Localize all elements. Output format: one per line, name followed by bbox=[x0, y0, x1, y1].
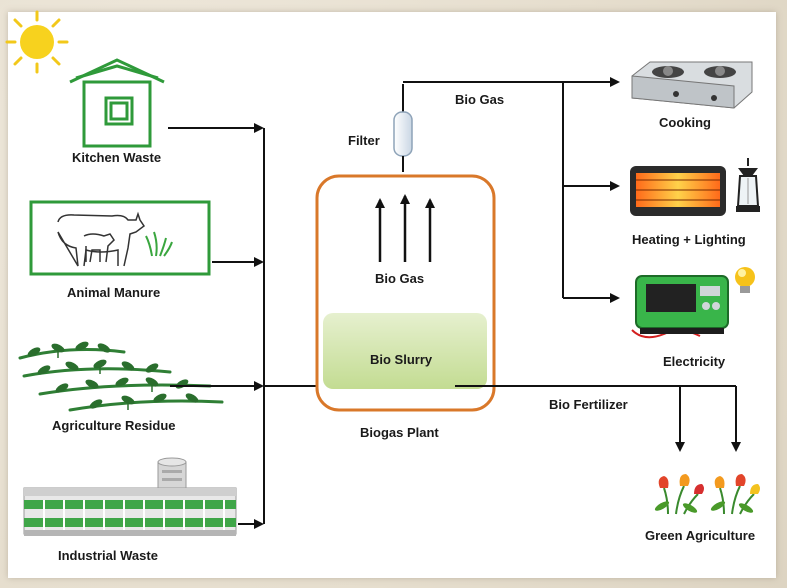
tulip-icon bbox=[654, 474, 760, 515]
lantern-icon bbox=[736, 158, 760, 212]
gas-stove-icon bbox=[631, 61, 753, 109]
gas-distribution-lines bbox=[403, 77, 620, 303]
biogas-plant-tank bbox=[315, 174, 496, 412]
filter-icon bbox=[393, 84, 413, 172]
filter-label: Filter bbox=[348, 133, 380, 148]
sun-icon bbox=[5, 10, 69, 74]
slurry-area bbox=[323, 313, 487, 389]
bio-gas-output-label: Bio Gas bbox=[455, 92, 505, 107]
bio-slurry-label: Bio Slurry bbox=[370, 352, 433, 367]
input-collector-lines bbox=[168, 123, 265, 529]
bio-gas-inside-label: Bio Gas bbox=[375, 271, 425, 286]
biogas-plant-label: Biogas Plant bbox=[360, 425, 439, 440]
industrial-waste-label: Industrial Waste bbox=[58, 548, 158, 563]
kitchen-waste-label: Kitchen Waste bbox=[72, 150, 162, 165]
house-icon bbox=[69, 58, 165, 148]
generator-icon bbox=[631, 275, 729, 339]
electricity-label: Electricity bbox=[663, 354, 726, 369]
agriculture-residue-label: Agriculture Residue bbox=[52, 418, 176, 433]
bio-fertilizer-label: Bio Fertilizer bbox=[549, 397, 628, 412]
cow-icon bbox=[29, 200, 211, 276]
gas-rising-arrows bbox=[375, 194, 435, 262]
heater-icon bbox=[630, 166, 726, 216]
crop-field-icon bbox=[18, 341, 224, 412]
bulb-icon bbox=[735, 267, 755, 293]
factory-icon bbox=[23, 457, 237, 536]
heating-lighting-label: Heating + Lighting bbox=[632, 232, 746, 247]
green-agriculture-label: Green Agriculture bbox=[645, 528, 756, 543]
fertilizer-lines bbox=[455, 385, 741, 452]
animal-manure-label: Animal Manure bbox=[67, 285, 161, 300]
cooking-label: Cooking bbox=[659, 115, 711, 130]
